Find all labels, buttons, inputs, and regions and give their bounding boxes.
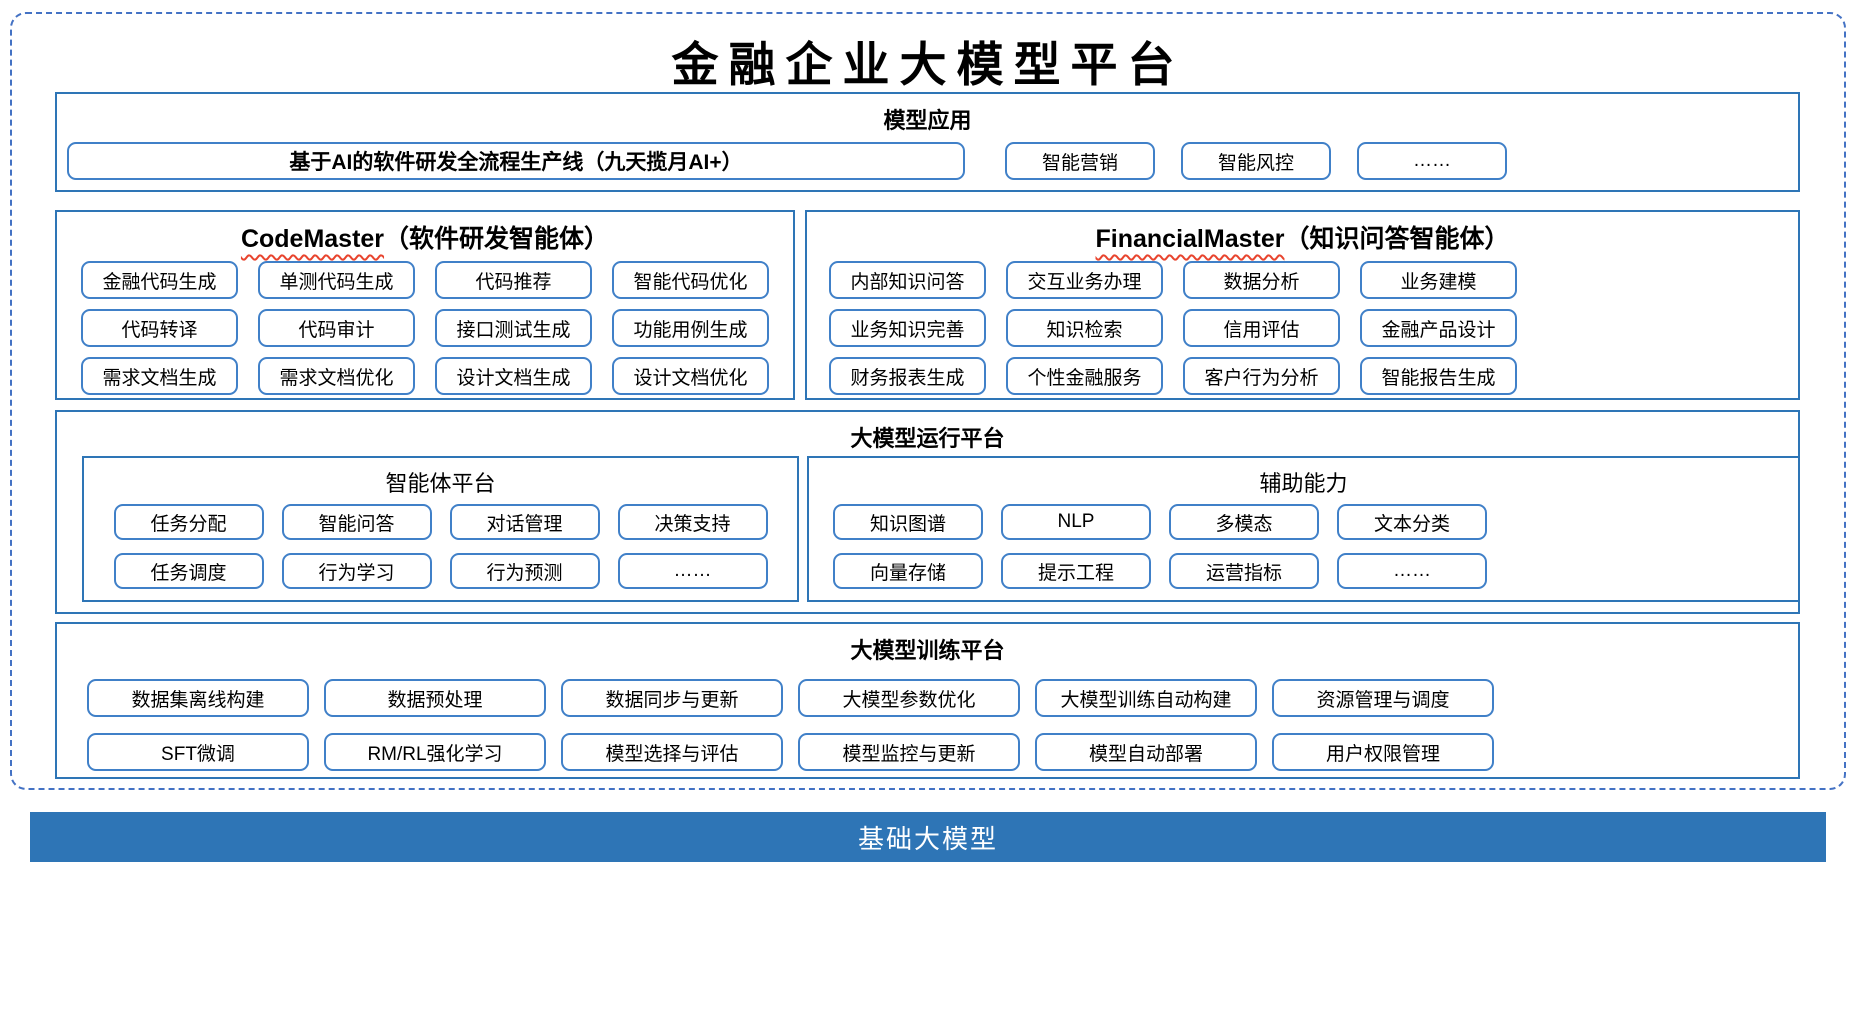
capability-item: 业务建模 bbox=[1360, 261, 1517, 299]
capability-item: 接口测试生成 bbox=[435, 309, 592, 347]
capability-item: 需求文档优化 bbox=[258, 357, 415, 395]
capability-item: 功能用例生成 bbox=[612, 309, 769, 347]
training-platform-title: 大模型训练平台 bbox=[850, 638, 1005, 663]
capability-item: 资源管理与调度 bbox=[1272, 679, 1494, 717]
capability-item: 数据分析 bbox=[1183, 261, 1340, 299]
capability-item: 智能问答 bbox=[281, 504, 432, 540]
capability-item: 交互业务办理 bbox=[1006, 261, 1163, 299]
capability-item: 财务报表生成 bbox=[829, 357, 986, 395]
capability-item: 内部知识问答 bbox=[829, 261, 986, 299]
section-model-applications: 模型应用 基于AI的软件研发全流程生产线（九天揽月AI+） 智能营销 智能风控 … bbox=[55, 92, 1800, 192]
capability-item: 大模型参数优化 bbox=[798, 679, 1020, 717]
capability-item: 金融产品设计 bbox=[1360, 309, 1517, 347]
subbox-aux-capabilities: 辅助能力 知识图谱 NLP 多模态 文本分类 向量存储 提示工程 运营指标 …… bbox=[807, 456, 1800, 602]
capability-item-ellipsis: …… bbox=[617, 553, 768, 589]
codemaster-grid: 金融代码生成 单测代码生成 代码推荐 智能代码优化 代码转译 代码审计 接口测试… bbox=[81, 261, 769, 395]
foundation-model-label: 基础大模型 bbox=[857, 823, 998, 854]
capability-item: NLP bbox=[1001, 504, 1151, 540]
capability-item: 代码审计 bbox=[258, 309, 415, 347]
subbox-agent-platform: 智能体平台 任务分配 智能问答 对话管理 决策支持 任务调度 行为学习 行为预测… bbox=[82, 456, 799, 602]
aux-capabilities-title: 辅助能力 bbox=[1259, 471, 1348, 496]
capability-item: 需求文档生成 bbox=[81, 357, 238, 395]
capability-item: 知识图谱 bbox=[833, 504, 983, 540]
section-codemaster: CodeMaster（软件研发智能体） 金融代码生成 单测代码生成 代码推荐 智… bbox=[55, 210, 795, 400]
financialmaster-title-zh: （知识问答智能体） bbox=[1284, 225, 1510, 253]
model-applications-row: 基于AI的软件研发全流程生产线（九天揽月AI+） 智能营销 智能风控 …… bbox=[67, 142, 1507, 180]
capability-item: 行为学习 bbox=[281, 553, 432, 589]
section-model-applications-title: 模型应用 bbox=[883, 108, 972, 133]
capability-item: 代码转译 bbox=[81, 309, 238, 347]
financialmaster-title: FinancialMaster（知识问答智能体） bbox=[807, 219, 1798, 255]
capability-item: 任务分配 bbox=[113, 504, 264, 540]
capability-item: 知识检索 bbox=[1006, 309, 1163, 347]
capability-item: 用户权限管理 bbox=[1272, 733, 1494, 771]
capability-item: 任务调度 bbox=[113, 553, 264, 589]
capability-item: 智能报告生成 bbox=[1360, 357, 1517, 395]
capability-item: SFT微调 bbox=[87, 733, 309, 771]
capability-item: 数据集离线构建 bbox=[87, 679, 309, 717]
capability-item: 模型选择与评估 bbox=[561, 733, 783, 771]
section-runtime-platform: 大模型运行平台 智能体平台 任务分配 智能问答 对话管理 决策支持 任务调度 行… bbox=[55, 410, 1800, 614]
capability-item: 模型监控与更新 bbox=[798, 733, 1020, 771]
app-item-pipeline: 基于AI的软件研发全流程生产线（九天揽月AI+） bbox=[67, 142, 965, 180]
capability-item: 客户行为分析 bbox=[1183, 357, 1340, 395]
foundation-model-bar: 基础大模型 bbox=[30, 812, 1826, 862]
capability-item: 文本分类 bbox=[1337, 504, 1487, 540]
capability-item: 大模型训练自动构建 bbox=[1035, 679, 1257, 717]
capability-item-ellipsis: …… bbox=[1337, 553, 1487, 589]
capability-item: 信用评估 bbox=[1183, 309, 1340, 347]
capability-item: 金融代码生成 bbox=[81, 261, 238, 299]
capability-item: 提示工程 bbox=[1001, 553, 1151, 589]
capability-item: 运营指标 bbox=[1169, 553, 1319, 589]
capability-item: 对话管理 bbox=[449, 504, 600, 540]
agent-platform-grid: 任务分配 智能问答 对话管理 决策支持 任务调度 行为学习 行为预测 …… bbox=[113, 504, 768, 589]
app-item-ellipsis: …… bbox=[1357, 142, 1507, 180]
aux-capabilities-grid: 知识图谱 NLP 多模态 文本分类 向量存储 提示工程 运营指标 …… bbox=[833, 504, 1487, 589]
capability-item: 设计文档生成 bbox=[435, 357, 592, 395]
training-platform-grid: 数据集离线构建 数据预处理 数据同步与更新 大模型参数优化 大模型训练自动构建 … bbox=[87, 679, 1798, 771]
financialmaster-grid: 内部知识问答 交互业务办理 数据分析 业务建模 业务知识完善 知识检索 信用评估… bbox=[829, 261, 1517, 395]
capability-item: RM/RL强化学习 bbox=[324, 733, 546, 771]
capability-item: 智能代码优化 bbox=[612, 261, 769, 299]
capability-item: 设计文档优化 bbox=[612, 357, 769, 395]
section-training-platform: 大模型训练平台 数据集离线构建 数据预处理 数据同步与更新 大模型参数优化 大模… bbox=[55, 622, 1800, 779]
page-title: 金融企业大模型平台 bbox=[671, 38, 1185, 93]
financialmaster-title-en: FinancialMaster bbox=[1095, 225, 1285, 253]
capability-item: 模型自动部署 bbox=[1035, 733, 1257, 771]
app-item: 智能风控 bbox=[1181, 142, 1331, 180]
capability-item: 决策支持 bbox=[617, 504, 768, 540]
agent-platform-title: 智能体平台 bbox=[385, 471, 496, 496]
section-financialmaster: FinancialMaster（知识问答智能体） 内部知识问答 交互业务办理 数… bbox=[805, 210, 1800, 400]
capability-item: 代码推荐 bbox=[435, 261, 592, 299]
capability-item: 数据预处理 bbox=[324, 679, 546, 717]
codemaster-title: CodeMaster（软件研发智能体） bbox=[57, 219, 793, 255]
runtime-platform-title: 大模型运行平台 bbox=[850, 426, 1005, 451]
capability-item: 多模态 bbox=[1169, 504, 1319, 540]
capability-item: 数据同步与更新 bbox=[561, 679, 783, 717]
capability-item: 业务知识完善 bbox=[829, 309, 986, 347]
codemaster-title-en: CodeMaster bbox=[240, 225, 385, 253]
capability-item: 单测代码生成 bbox=[258, 261, 415, 299]
codemaster-title-zh: （软件研发智能体） bbox=[384, 225, 610, 253]
platform-outer-frame bbox=[10, 12, 1846, 790]
capability-item: 个性金融服务 bbox=[1006, 357, 1163, 395]
app-item: 智能营销 bbox=[1005, 142, 1155, 180]
capability-item: 向量存储 bbox=[833, 553, 983, 589]
capability-item: 行为预测 bbox=[449, 553, 600, 589]
